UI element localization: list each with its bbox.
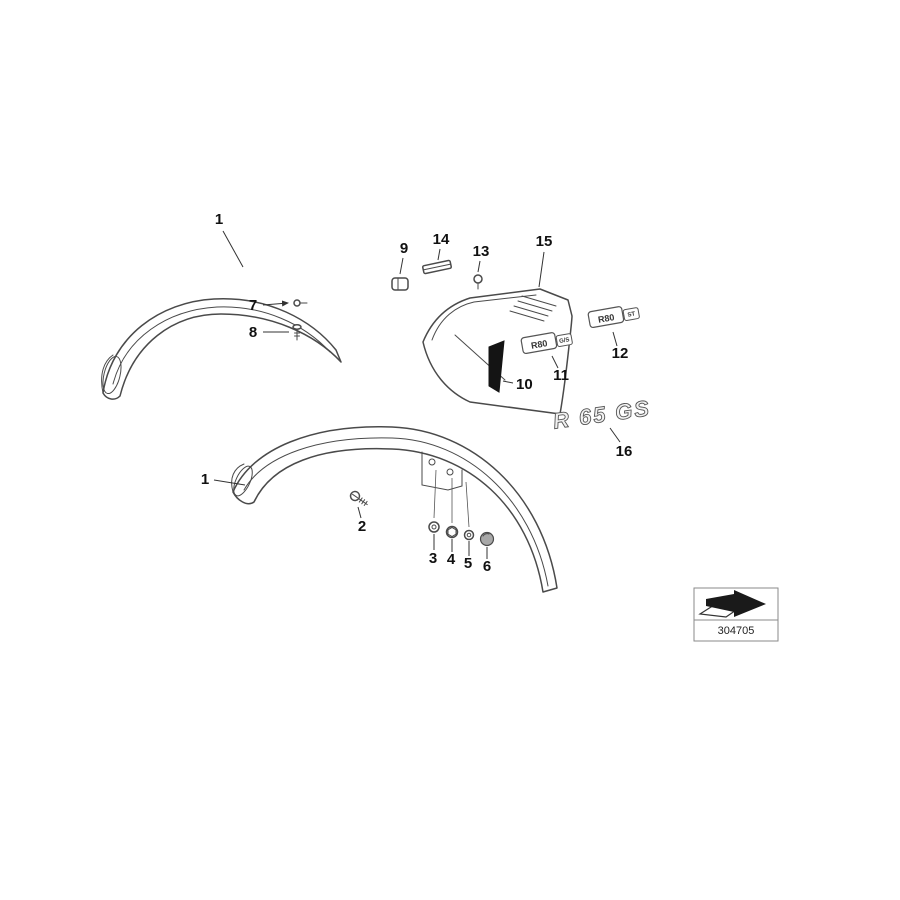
callout-13: 13 xyxy=(473,243,490,260)
badge-r80gs: R80 G/S xyxy=(520,332,573,355)
screw-7 xyxy=(293,299,308,307)
fiche-arrow-icon xyxy=(698,590,766,618)
callout-10: 10 xyxy=(516,376,533,393)
badge-r80gs-main: R80 xyxy=(530,338,548,351)
callout-14: 14 xyxy=(433,231,450,248)
clip-13 xyxy=(473,274,483,290)
callout-8: 8 xyxy=(249,324,257,341)
badge-r80gs-sub: G/S xyxy=(559,337,570,345)
badge-r65gs: R 65 GS xyxy=(551,395,653,434)
front-fender-bottom xyxy=(231,426,558,593)
callout-4: 4 xyxy=(447,551,456,568)
washer-3 xyxy=(428,521,440,533)
badge-r80st-main: R80 xyxy=(597,312,615,325)
callout-1-bottom: 1 xyxy=(201,471,209,488)
wedge-10 xyxy=(488,340,505,393)
callout-15: 15 xyxy=(536,233,553,250)
bolt-8 xyxy=(292,324,302,341)
badge-r65gs-text: R 65 GS xyxy=(551,395,652,433)
badge-r80st: R80 ST xyxy=(587,306,640,329)
reference-number: 304705 xyxy=(718,625,755,637)
badge-r80st-sub: ST xyxy=(627,311,636,318)
callout-5: 5 xyxy=(464,555,472,572)
callout-7: 7 xyxy=(249,297,257,314)
callout-11: 11 xyxy=(553,367,569,384)
nut-4 xyxy=(445,525,459,539)
plate-14 xyxy=(422,259,452,275)
callout-6: 6 xyxy=(483,558,491,575)
front-fender-top xyxy=(101,298,342,400)
callout-3: 3 xyxy=(429,550,437,567)
cap-6 xyxy=(479,531,495,547)
bushing-9 xyxy=(391,277,409,291)
callout-1-top: 1 xyxy=(215,211,223,228)
callout-16: 16 xyxy=(616,443,633,460)
callout-9: 9 xyxy=(400,240,408,257)
reference-box: 304705 xyxy=(693,587,779,642)
screw-2 xyxy=(349,490,368,507)
callout-12: 12 xyxy=(612,345,629,362)
callout-2: 2 xyxy=(358,518,366,535)
washer-5 xyxy=(463,529,475,541)
